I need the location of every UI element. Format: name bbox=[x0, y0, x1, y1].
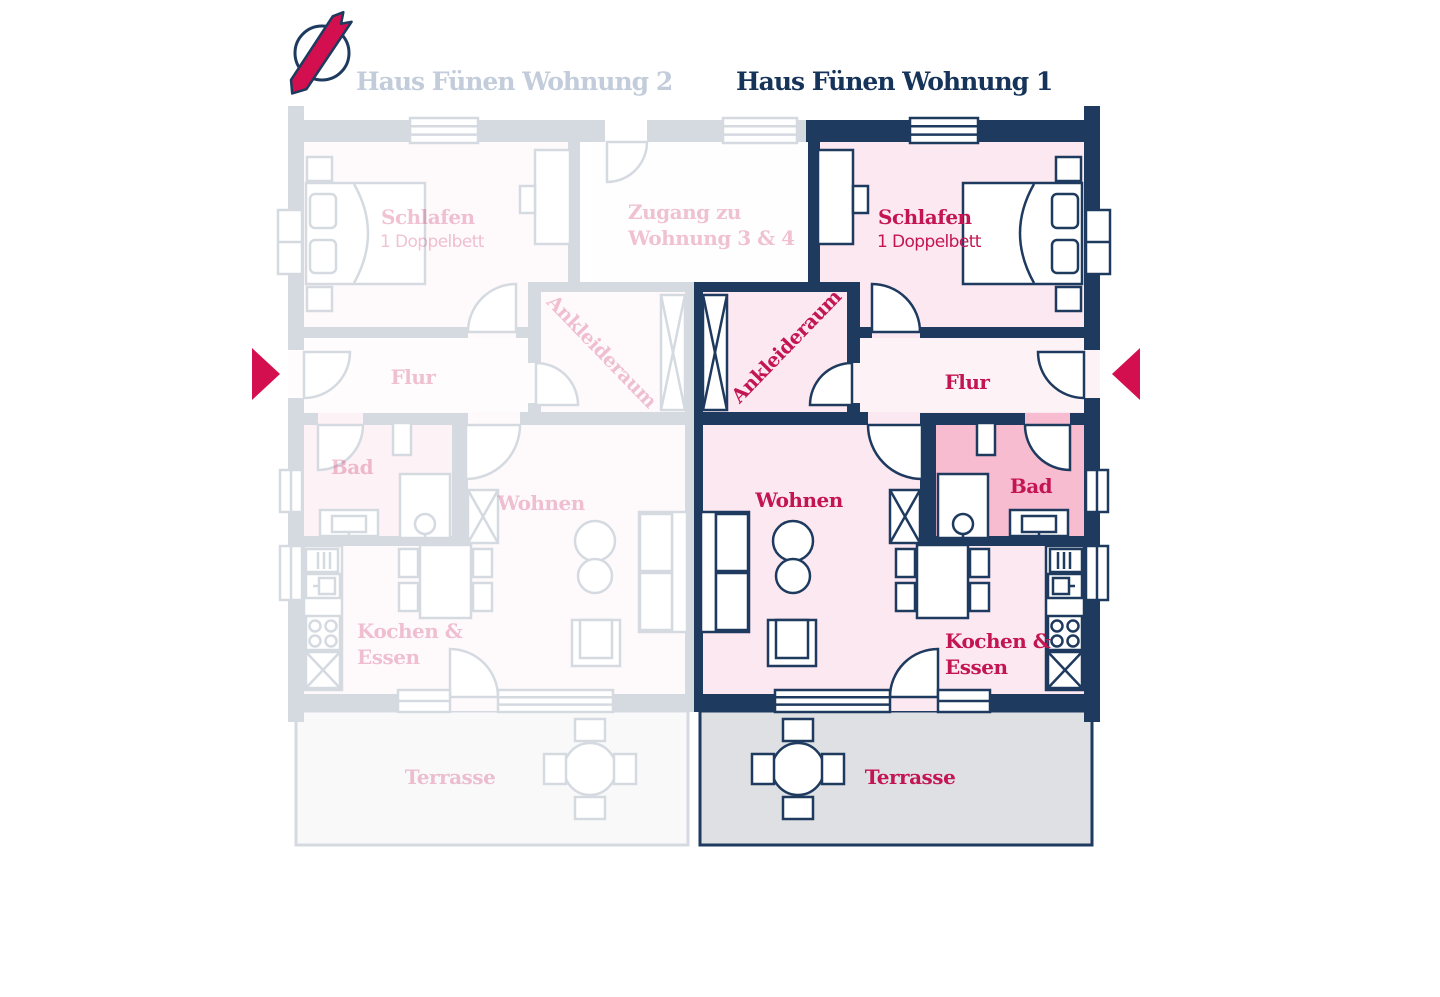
label-schlafen-1: Schlafen bbox=[878, 205, 973, 229]
label-flur-1: Flur bbox=[945, 370, 991, 394]
label-kochen-2a: Kochen & bbox=[357, 619, 463, 643]
label-wohnen-1: Wohnen bbox=[754, 488, 843, 512]
entrance-arrow-left bbox=[252, 348, 280, 400]
label-doppelbett-2: 1 Doppelbett bbox=[380, 232, 485, 252]
label-bad-1: Bad bbox=[1010, 474, 1053, 498]
label-schlafen-2: Schlafen bbox=[381, 205, 476, 229]
label-kochen-2b: Essen bbox=[357, 645, 420, 669]
label-doppelbett-1: 1 Doppelbett bbox=[877, 232, 982, 252]
label-terrasse-1: Terrasse bbox=[865, 765, 956, 789]
label-wohnen-2: Wohnen bbox=[496, 491, 585, 515]
brand-logo bbox=[289, 10, 353, 95]
label-terrasse-2: Terrasse bbox=[405, 765, 496, 789]
label-kochen-1b: Essen bbox=[945, 655, 1008, 679]
label-bad-2: Bad bbox=[331, 455, 374, 479]
entrance-arrow-right bbox=[1112, 348, 1140, 400]
zugang-room bbox=[582, 116, 808, 282]
label-zugang-2: Wohnung 3 & 4 bbox=[627, 226, 795, 250]
title-apartment-1: Haus Fünen Wohnung 1 bbox=[736, 67, 1052, 96]
label-flur-2: Flur bbox=[391, 365, 437, 389]
title-apartment-2: Haus Fünen Wohnung 2 bbox=[356, 67, 672, 96]
label-zugang-1: Zugang zu bbox=[628, 200, 741, 224]
label-kochen-1a: Kochen & bbox=[945, 629, 1051, 653]
